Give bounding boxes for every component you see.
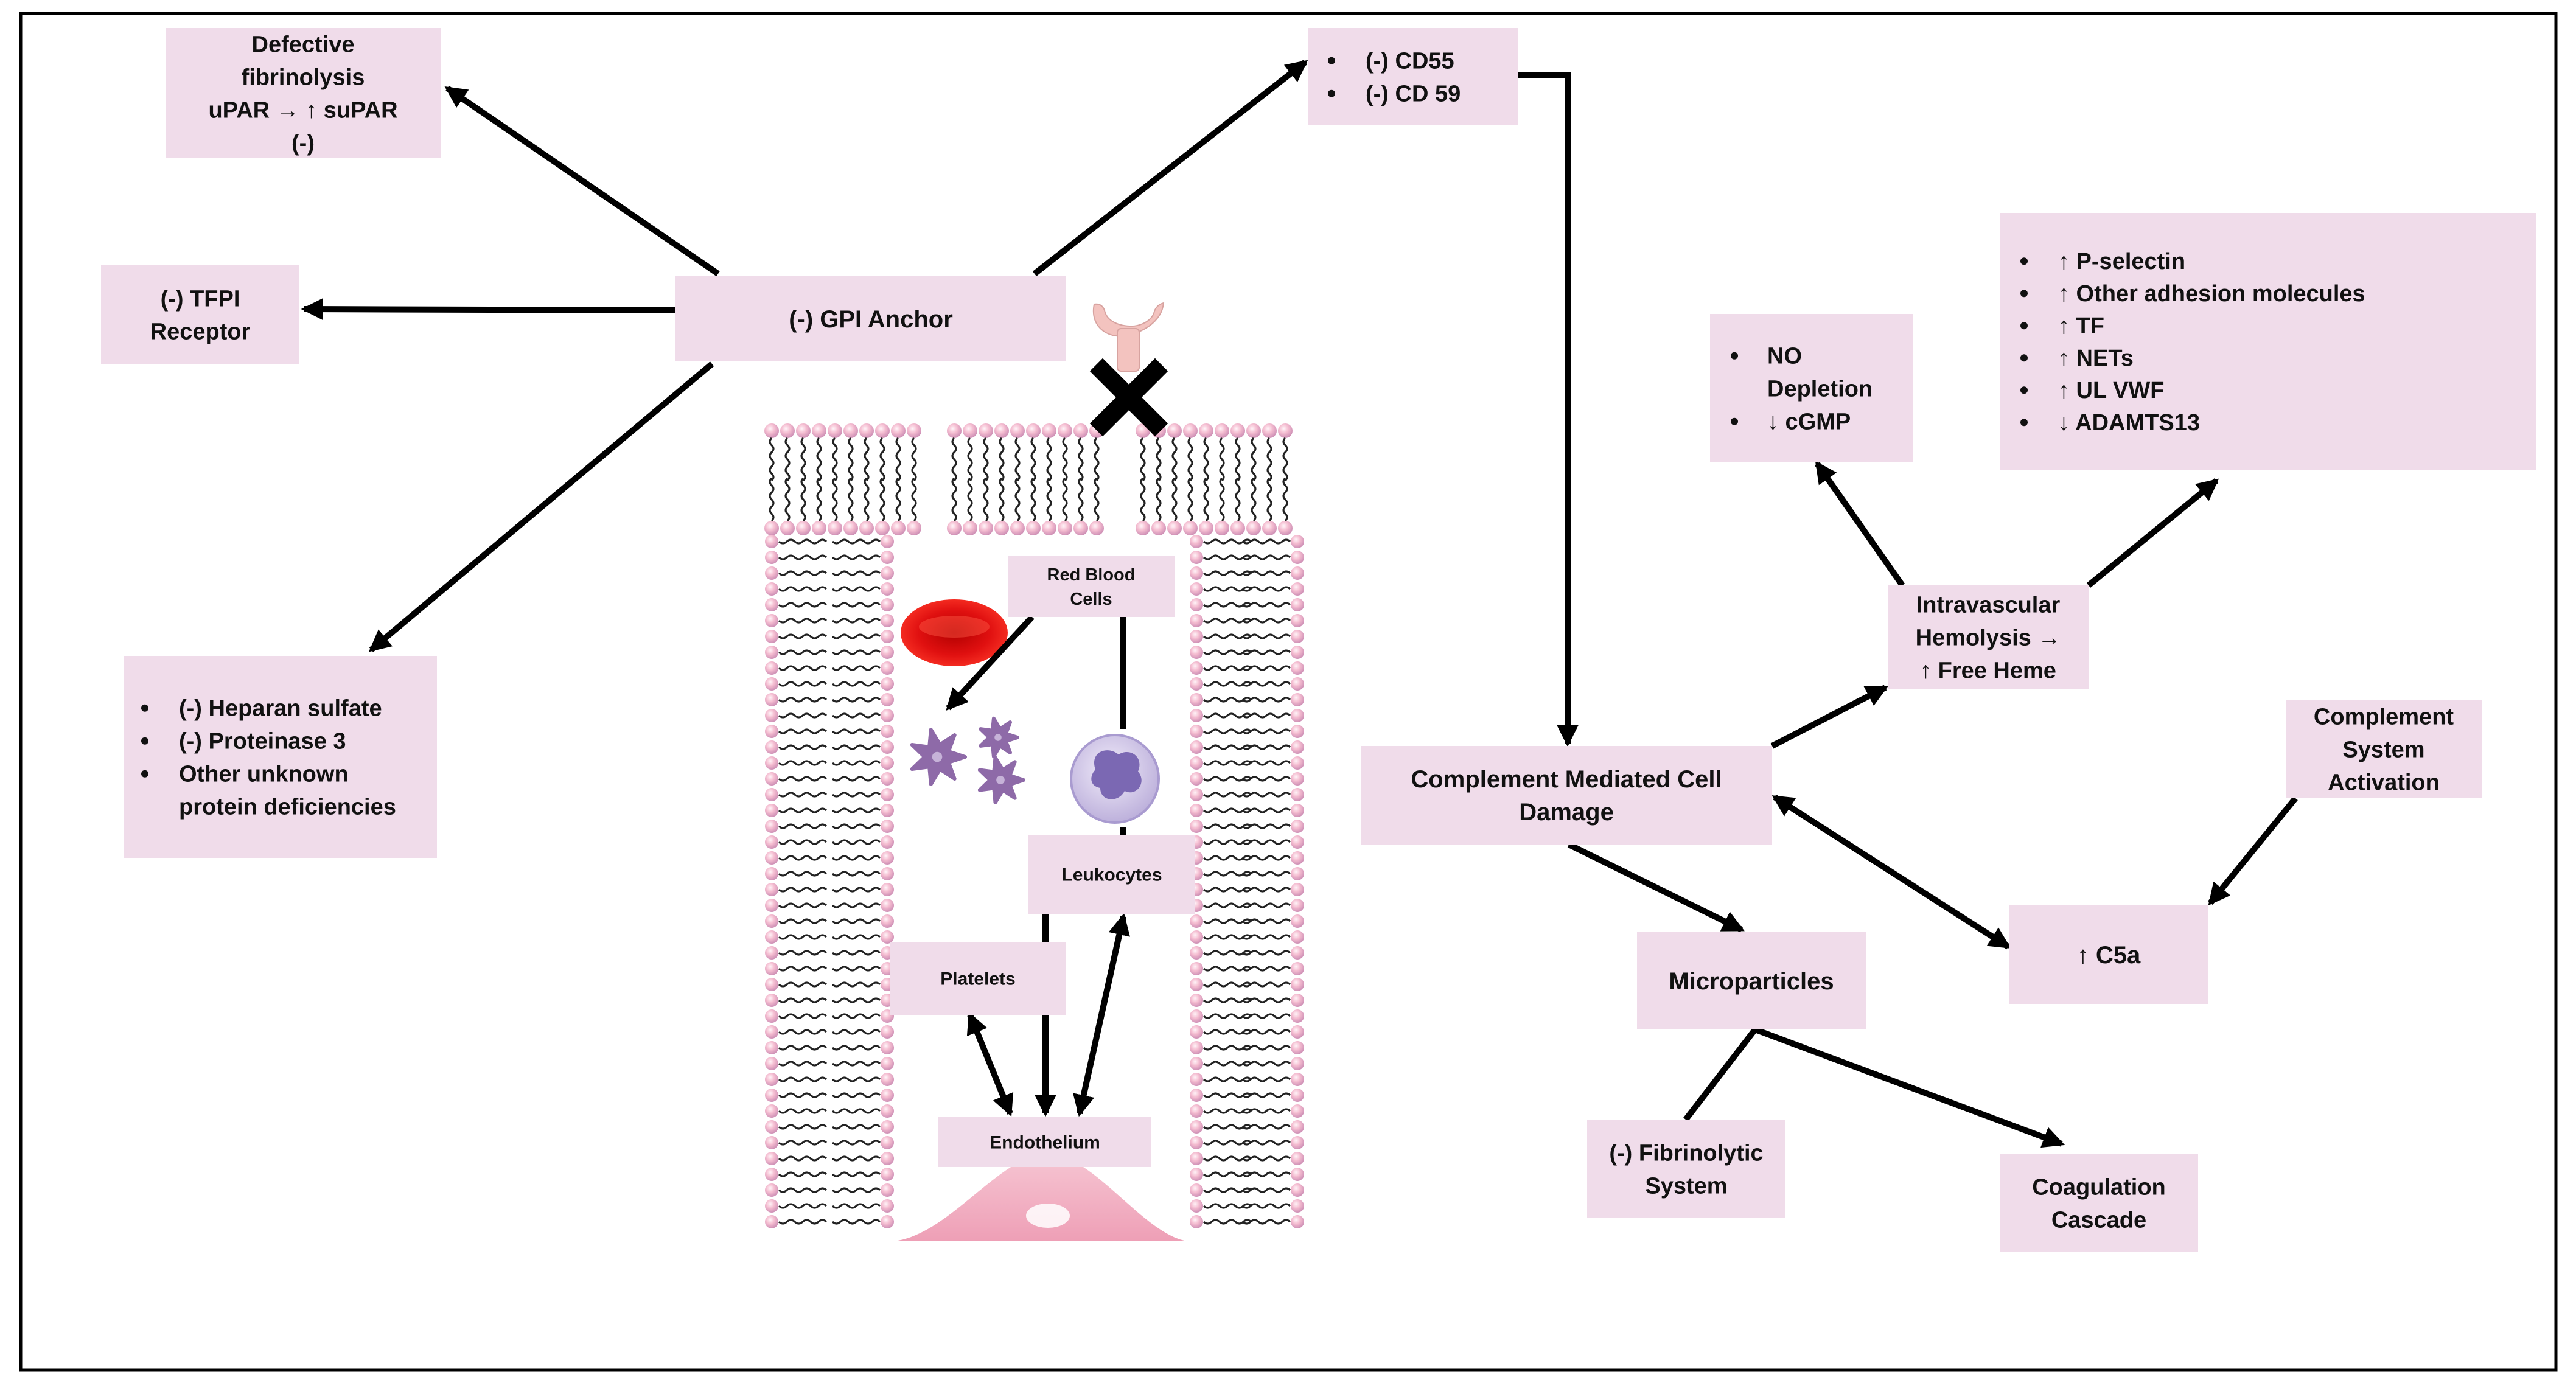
bullet-dot bbox=[2020, 322, 2028, 330]
leukocyte-icon bbox=[1070, 734, 1160, 824]
bullet-dot bbox=[1731, 352, 1738, 360]
node-platelets: Platelets bbox=[890, 942, 1066, 1015]
node-text: (-) bbox=[291, 130, 315, 156]
edge-microparticles-to-coagulation bbox=[1754, 1026, 2065, 1148]
node-text: Leukocytes bbox=[1061, 865, 1162, 885]
node-text: Endothelium bbox=[990, 1133, 1100, 1153]
node-text: ↑ UL VWF bbox=[2058, 378, 2165, 403]
node-text: (-) GPI Anchor bbox=[789, 306, 953, 333]
node-text: ↓ ADAMTS13 bbox=[2058, 410, 2200, 436]
node-text: (-) Fibrinolytic bbox=[1609, 1140, 1763, 1166]
edge-platelets-endothelium bbox=[966, 1011, 1014, 1117]
edge-cd55-to-complement bbox=[1518, 72, 1579, 747]
node-text: (-) Proteinase 3 bbox=[179, 728, 346, 754]
node-text: Complement Mediated Cell bbox=[1411, 766, 1722, 793]
nodes: Defective fibrinolysis uPAR → ↑ suPAR (-) (-… bbox=[101, 28, 2536, 1252]
edge-gpi-to-tfpi bbox=[301, 298, 676, 321]
node-text: Microparticles bbox=[1669, 968, 1834, 995]
node-text: ↓ cGMP bbox=[1767, 409, 1851, 434]
edge-complement-c5a bbox=[1771, 794, 2011, 950]
node-text: (-) Heparan sulfate bbox=[179, 695, 382, 721]
node-text: Hemolysis → bbox=[1916, 625, 2061, 650]
node-text: Activation bbox=[2328, 770, 2440, 795]
node-text: Defective bbox=[252, 32, 355, 57]
node-tfpi: (-) TFPI Receptor bbox=[101, 265, 299, 364]
node-text: ↑ TF bbox=[2058, 313, 2104, 339]
node-text: Damage bbox=[1519, 799, 1614, 826]
node-text: Intravascular bbox=[1916, 592, 2061, 618]
edge-endothelium-leukocytes bbox=[1073, 913, 1130, 1117]
edge-complement-to-microparticles bbox=[1567, 841, 1745, 933]
edge-hemolysis-to-adhesion bbox=[2086, 478, 2219, 588]
bullet-dot bbox=[1731, 417, 1738, 425]
edge-gpi-to-cd55 bbox=[1032, 60, 1308, 276]
node-text: Depletion bbox=[1767, 376, 1873, 402]
bullet-dot bbox=[141, 737, 148, 745]
node-adhesion: ↑ P-selectin ↑ Other adhesion molecules ↑ … bbox=[2000, 213, 2536, 470]
platelet-icon bbox=[910, 716, 1025, 804]
node-text: (-) TFPI bbox=[161, 286, 240, 312]
x-mark-icon bbox=[1089, 358, 1168, 437]
node-text: Complement bbox=[2314, 704, 2454, 730]
node-text: NO bbox=[1767, 343, 1802, 369]
node-microparticles: Microparticles bbox=[1637, 932, 1866, 1029]
bullet-dot bbox=[141, 704, 148, 712]
node-text: Coagulation bbox=[2032, 1174, 2166, 1200]
node-text: (-) CD 59 bbox=[1366, 81, 1461, 106]
bullet-dot bbox=[1328, 57, 1335, 64]
outer-frame bbox=[19, 12, 2558, 1372]
node-text: ↑ Other adhesion molecules bbox=[2058, 281, 2365, 307]
edge-activation-to-c5a bbox=[2208, 796, 2298, 906]
node-text: Red Blood bbox=[1047, 565, 1136, 585]
node-text: Other unknown bbox=[179, 761, 349, 787]
bullet-dot bbox=[141, 770, 148, 778]
node-gpi-anchor: (-) GPI Anchor bbox=[675, 276, 1066, 361]
node-endothelium: Endothelium bbox=[938, 1117, 1151, 1167]
node-cd55: (-) CD55 (-) CD 59 bbox=[1308, 28, 1518, 125]
red-blood-cell-icon bbox=[901, 599, 1008, 666]
node-text: Receptor bbox=[150, 319, 251, 344]
edges bbox=[301, 60, 2298, 1148]
bullet-dot bbox=[2020, 354, 2028, 362]
node-text: Cells bbox=[1070, 590, 1112, 609]
edge-rbc-to-platelets bbox=[946, 615, 1035, 711]
node-text: protein deficiencies bbox=[179, 794, 396, 820]
bullet-dot bbox=[2020, 257, 2028, 265]
edge-gpi-to-fibrinolysis bbox=[444, 85, 720, 277]
node-text: System bbox=[2342, 737, 2424, 762]
bullet-dot bbox=[2020, 419, 2028, 427]
node-text: ↑ NETs bbox=[2058, 346, 2134, 371]
node-text: uPAR → ↑ suPAR bbox=[208, 97, 397, 123]
node-text: (-) CD55 bbox=[1366, 48, 1454, 74]
bullet-dot bbox=[2020, 386, 2028, 394]
edge-microparticles-fibrinolytic bbox=[1683, 1027, 1757, 1122]
node-defective-fibrinolysis: Defective fibrinolysis uPAR → ↑ suPAR (-) bbox=[166, 28, 441, 158]
node-text: Platelets bbox=[940, 969, 1015, 989]
node-text: fibrinolysis bbox=[242, 64, 365, 90]
node-heparan: (-) Heparan sulfate (-) Proteinase 3 Other… bbox=[124, 656, 437, 858]
edge-gpi-to-heparan bbox=[368, 361, 714, 652]
node-text: ↑ P-selectin bbox=[2058, 249, 2185, 274]
node-text: ↑ C5a bbox=[2077, 942, 2141, 969]
node-leukocytes: Leukocytes bbox=[1028, 835, 1195, 914]
receptor-icon bbox=[1092, 302, 1165, 372]
bullet-dot bbox=[1328, 89, 1335, 97]
node-text: System bbox=[1645, 1173, 1727, 1199]
node-text: ↑ Free Heme bbox=[1920, 658, 2056, 683]
node-text: Cascade bbox=[2051, 1207, 2146, 1233]
node-no-depletion: NO Depletion ↓ cGMP bbox=[1710, 314, 1913, 462]
edge-hemolysis-to-no bbox=[1814, 461, 1905, 587]
edge-complement-to-hemolysis bbox=[1770, 685, 1888, 749]
cell-membrane bbox=[764, 423, 1304, 1228]
node-c5a: ↑ C5a bbox=[2009, 905, 2208, 1004]
endothelial-cell-icon bbox=[893, 1153, 1188, 1241]
bullet-dot bbox=[2020, 290, 2028, 298]
